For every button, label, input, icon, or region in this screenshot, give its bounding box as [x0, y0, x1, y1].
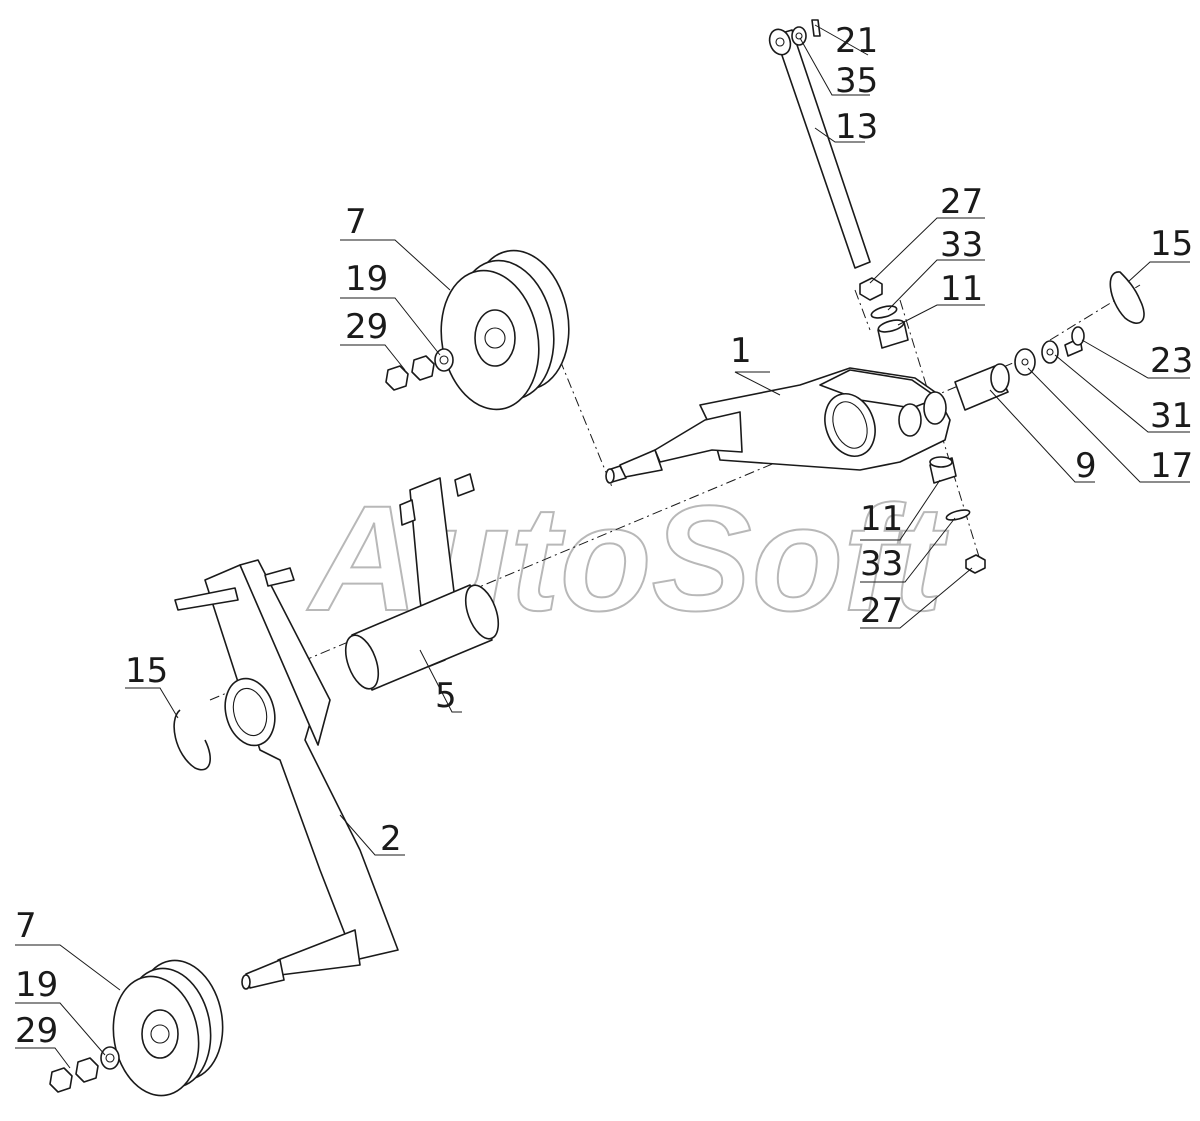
label-33-lower: 33 [860, 544, 903, 584]
part-11-bushing-upper [877, 319, 909, 349]
part-7-pulley-upper [440, 249, 570, 411]
label-29-lower: 29 [15, 1011, 58, 1051]
label-19-lower: 19 [15, 965, 58, 1005]
part-29-nuts-lower [49, 1057, 99, 1093]
label-7-upper: 7 [345, 202, 367, 242]
part-19-washer-lower [100, 1046, 120, 1070]
label-31: 31 [1150, 396, 1193, 436]
part-9-eccentric [954, 363, 1010, 411]
part-23-bolt [1064, 326, 1085, 357]
part-29-nuts-upper [385, 355, 435, 391]
part-2-lower-arm [174, 559, 399, 990]
label-19-upper: 19 [345, 259, 388, 299]
part-33-washer-lower [945, 509, 971, 521]
label-5: 5 [435, 676, 457, 716]
label-15-right: 15 [1150, 224, 1193, 264]
label-11-lower: 11 [860, 499, 903, 539]
label-27-upper: 27 [940, 182, 983, 222]
label-23: 23 [1150, 341, 1193, 381]
label-33-upper: 33 [940, 225, 983, 265]
part-11-bushing-lower [929, 456, 957, 484]
part-33-washer-upper [870, 305, 898, 319]
label-2: 2 [380, 819, 402, 859]
label-11-upper: 11 [940, 269, 983, 309]
label-17: 17 [1150, 446, 1193, 486]
part-17-washer [1014, 348, 1036, 376]
part-13-rod [768, 28, 871, 269]
part-15-retaining-ring-right [1109, 271, 1145, 324]
part-1-swing-arm [605, 367, 951, 484]
part-31-washer [1041, 340, 1059, 364]
label-9: 9 [1075, 446, 1097, 486]
label-21: 21 [835, 21, 878, 61]
part-21-cotter-pin [811, 19, 821, 37]
label-35: 35 [835, 61, 878, 101]
label-15-left: 15 [125, 651, 168, 691]
part-7-pulley-lower [112, 959, 224, 1097]
part-35-washer [791, 26, 807, 46]
label-29-upper: 29 [345, 307, 388, 347]
label-7-lower: 7 [15, 906, 37, 946]
part-5-axle-tube [344, 473, 500, 691]
part-27-nut-upper [859, 277, 883, 301]
leader-lines [15, 24, 1190, 1069]
label-13: 13 [835, 107, 878, 147]
label-1: 1 [730, 331, 752, 371]
part-15-retaining-ring-left [173, 709, 211, 771]
label-27-lower: 27 [860, 591, 903, 631]
part-labels: 21 35 13 27 33 11 15 23 31 17 9 1 7 19 2… [15, 21, 1193, 1051]
